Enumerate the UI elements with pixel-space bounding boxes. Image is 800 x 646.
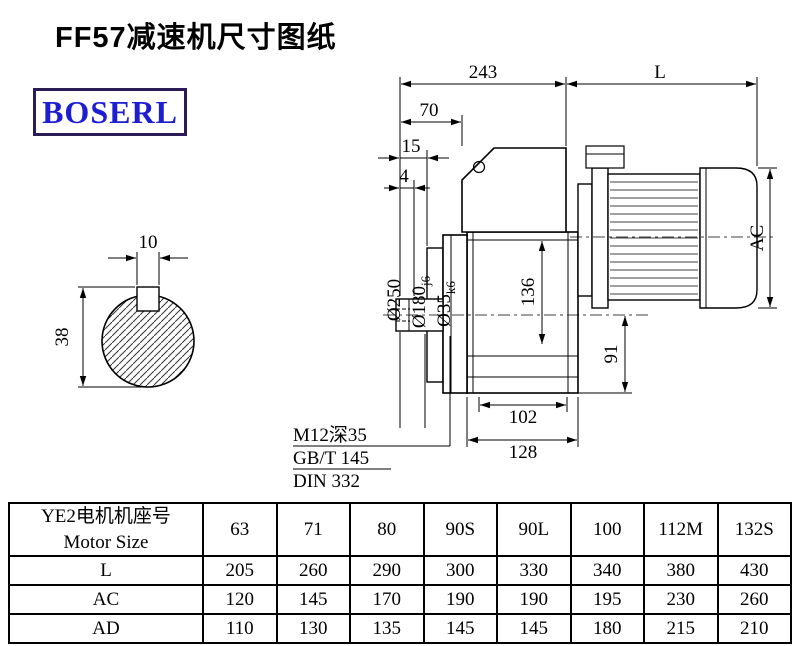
dim-15-label: 15 [402,136,421,157]
table-row-AC: AC 120 145 170 190 190 195 230 260 [8,584,792,616]
dim-128: 128 [468,436,577,463]
motor-size-label-en: Motor Size [63,531,149,553]
table-header-motor-size: YE2电机机座号 Motor Size [8,501,204,558]
dim-102: 102 [480,401,566,428]
table-cell: 130 [275,613,351,645]
dim-dia250-label: Ø250 [384,279,405,321]
brand-logo: BOSERL [33,88,187,136]
dim-91-label: 91 [601,345,622,364]
dim-128-label: 128 [509,442,538,463]
page-title: FF57减速机尺寸图纸 [55,22,337,54]
table-cell: 180 [569,613,645,645]
table-cell: 290 [349,555,425,587]
table-header-row: YE2电机机座号 Motor Size 63 71 80 90S 90L 100… [8,501,792,558]
gearbox-body-lines [467,232,578,393]
mounting-flange [442,234,468,394]
row-label: AD [8,613,204,645]
motor-terminal-box [585,145,625,169]
table-cell: 190 [422,584,498,616]
shaft-end-view: 10 38 [52,232,195,388]
notes-block: M12深35 GB/T 145 DIN 332 [293,424,450,492]
motor-flange [591,167,609,309]
table-cell: 195 [569,584,645,616]
table-cell: 145 [422,613,498,645]
table-cell: 300 [422,555,498,587]
dimension-table: YE2电机机座号 Motor Size 63 71 80 90S 90L 100… [8,501,792,645]
motor-size-label-cn: YE2电机机座号 [41,506,171,527]
dim-AC: AC [747,169,774,307]
table-cell: 190 [496,584,572,616]
dim-10-label: 10 [139,232,158,253]
table-header-cell: 90L [496,501,572,558]
extension-lines [399,77,777,447]
note-gbt: GB/T 145 [293,448,369,469]
dim-102-label: 102 [509,407,538,428]
row-label: L [8,555,204,587]
table-header-cell: 112M [643,501,719,558]
table-row-L: L 205 260 290 300 330 340 380 430 [8,555,792,587]
note-underlines [293,445,450,470]
table-cell: 120 [202,584,278,616]
motor-fan-cover [699,167,758,309]
diameter-leader-lines [399,332,451,446]
motor-fins [610,181,698,295]
diameter-labels: Ø250 Ø180j6 Ø35k6 [384,275,458,446]
table-cell: 210 [716,613,792,645]
table-cell: 340 [569,555,645,587]
note-m12: M12深35 [293,424,367,446]
dim-70-label: 70 [420,100,439,121]
table-cell: 430 [716,555,792,587]
centerlines [383,236,775,316]
dim-4: 4 [384,166,430,192]
table-cell: 145 [275,584,351,616]
dim-70: 70 [401,100,461,126]
table-header-cell: 90S [422,501,498,558]
dim-91: 91 [601,316,629,392]
dim-136-label: 136 [518,278,539,307]
table-header-cell: 100 [569,501,645,558]
dim-4-label: 4 [399,166,409,187]
dim-10: 10 [108,232,188,285]
gearbox-body [466,231,579,394]
dim-dia180-label: Ø180j6 [409,275,433,328]
dim-L-label: L [654,62,666,83]
shaft-keyway [136,286,160,312]
lifting-hole [472,160,486,174]
table-cell: 110 [202,613,278,645]
shaft-tap-hole [396,308,410,322]
table-cell: 215 [643,613,719,645]
dim-AC-label: AC [747,225,768,251]
dimensions: 243 L 70 15 4 [293,62,777,492]
table-row-AD: AD 110 130 135 145 145 180 215 210 [8,613,792,645]
row-label: AC [8,584,204,616]
note-din: DIN 332 [293,471,360,492]
table-cell: 205 [202,555,278,587]
table-header-cell: 132S [716,501,792,558]
table-cell: 380 [643,555,719,587]
table-header-cell: 71 [275,501,351,558]
table-cell: 230 [643,584,719,616]
dim-dia35-label: Ø35k6 [434,281,458,327]
table-cell: 145 [496,613,572,645]
table-header-cell: 63 [202,501,278,558]
table-cell: 260 [275,555,351,587]
brand-logo-text: BOSERL [42,93,178,130]
table-cell: 260 [716,584,792,616]
motor-adapter [577,183,593,297]
dim-38-label: 38 [52,328,73,347]
dimension-drawing: 10 38 [52,62,777,492]
dim-243-label: 243 [469,62,498,83]
dim-L: L [567,62,756,88]
dim-15: 15 [378,136,449,162]
table-cell: 170 [349,584,425,616]
dim-243: 243 [401,62,565,88]
dim-136: 136 [518,241,546,344]
table-cell: 135 [349,613,425,645]
gearbox-top-housing [461,147,567,233]
table-cell: 330 [496,555,572,587]
table-header-cell: 80 [349,501,425,558]
dim-38: 38 [52,286,146,388]
